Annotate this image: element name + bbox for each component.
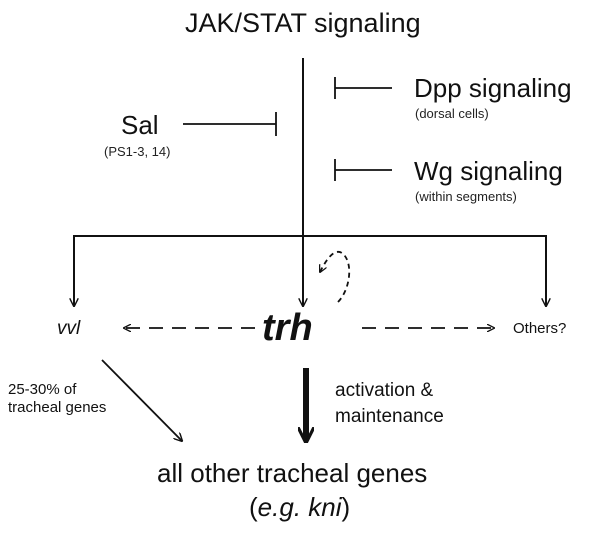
vvl-label: vvl [57, 318, 81, 339]
output-line2: (e.g. kni) [249, 494, 350, 520]
arrow-vvl-to-tracheal-genes [101, 359, 182, 441]
trh-label: trh [262, 307, 313, 349]
jakstat-title: JAK/STAT signaling [185, 8, 421, 38]
output-eg: e.g. [257, 492, 302, 522]
output-line1: all other tracheal genes [157, 458, 428, 488]
trh-note-line1: activation & [335, 380, 434, 401]
output-gene-kni: kni [308, 492, 342, 522]
trh-autoregulation-arrow [320, 250, 351, 303]
wg-label: Wg signaling [414, 156, 563, 186]
others-label: Others? [513, 320, 567, 337]
sal-note: (PS1-3, 14) [104, 144, 171, 159]
dpp-note: (dorsal cells) [415, 106, 489, 121]
wg-note: (within segments) [415, 189, 517, 204]
sal-label: Sal [121, 110, 159, 140]
vvl-note-line2: tracheal genes [8, 399, 107, 416]
dpp-label: Dpp signaling [414, 73, 572, 103]
output-paren-close: ) [341, 492, 351, 522]
output-paren-open: ( [249, 492, 258, 522]
trh-note-line2: maintenance [335, 406, 444, 427]
vvl-note-line1: 25-30% of [8, 381, 77, 398]
